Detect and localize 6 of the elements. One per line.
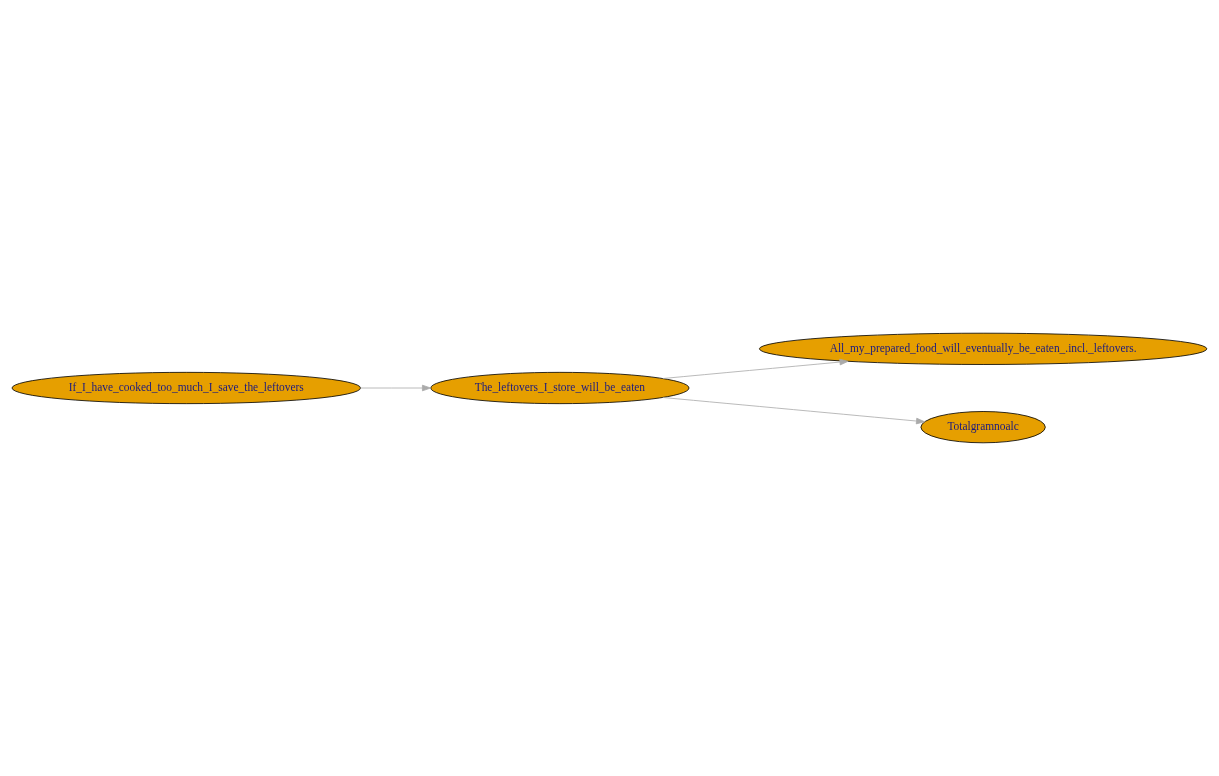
node-ellipse: Totalgramnoalc xyxy=(920,411,1046,444)
node-ellipse: If_I_have_cooked_too_much_I_save_the_leftovers xyxy=(11,371,361,405)
arrow xyxy=(360,384,431,392)
node-ellipse: The_leftovers_I_store_will_be_eaten xyxy=(430,371,690,405)
arrow xyxy=(662,397,925,425)
arrow xyxy=(662,358,849,379)
